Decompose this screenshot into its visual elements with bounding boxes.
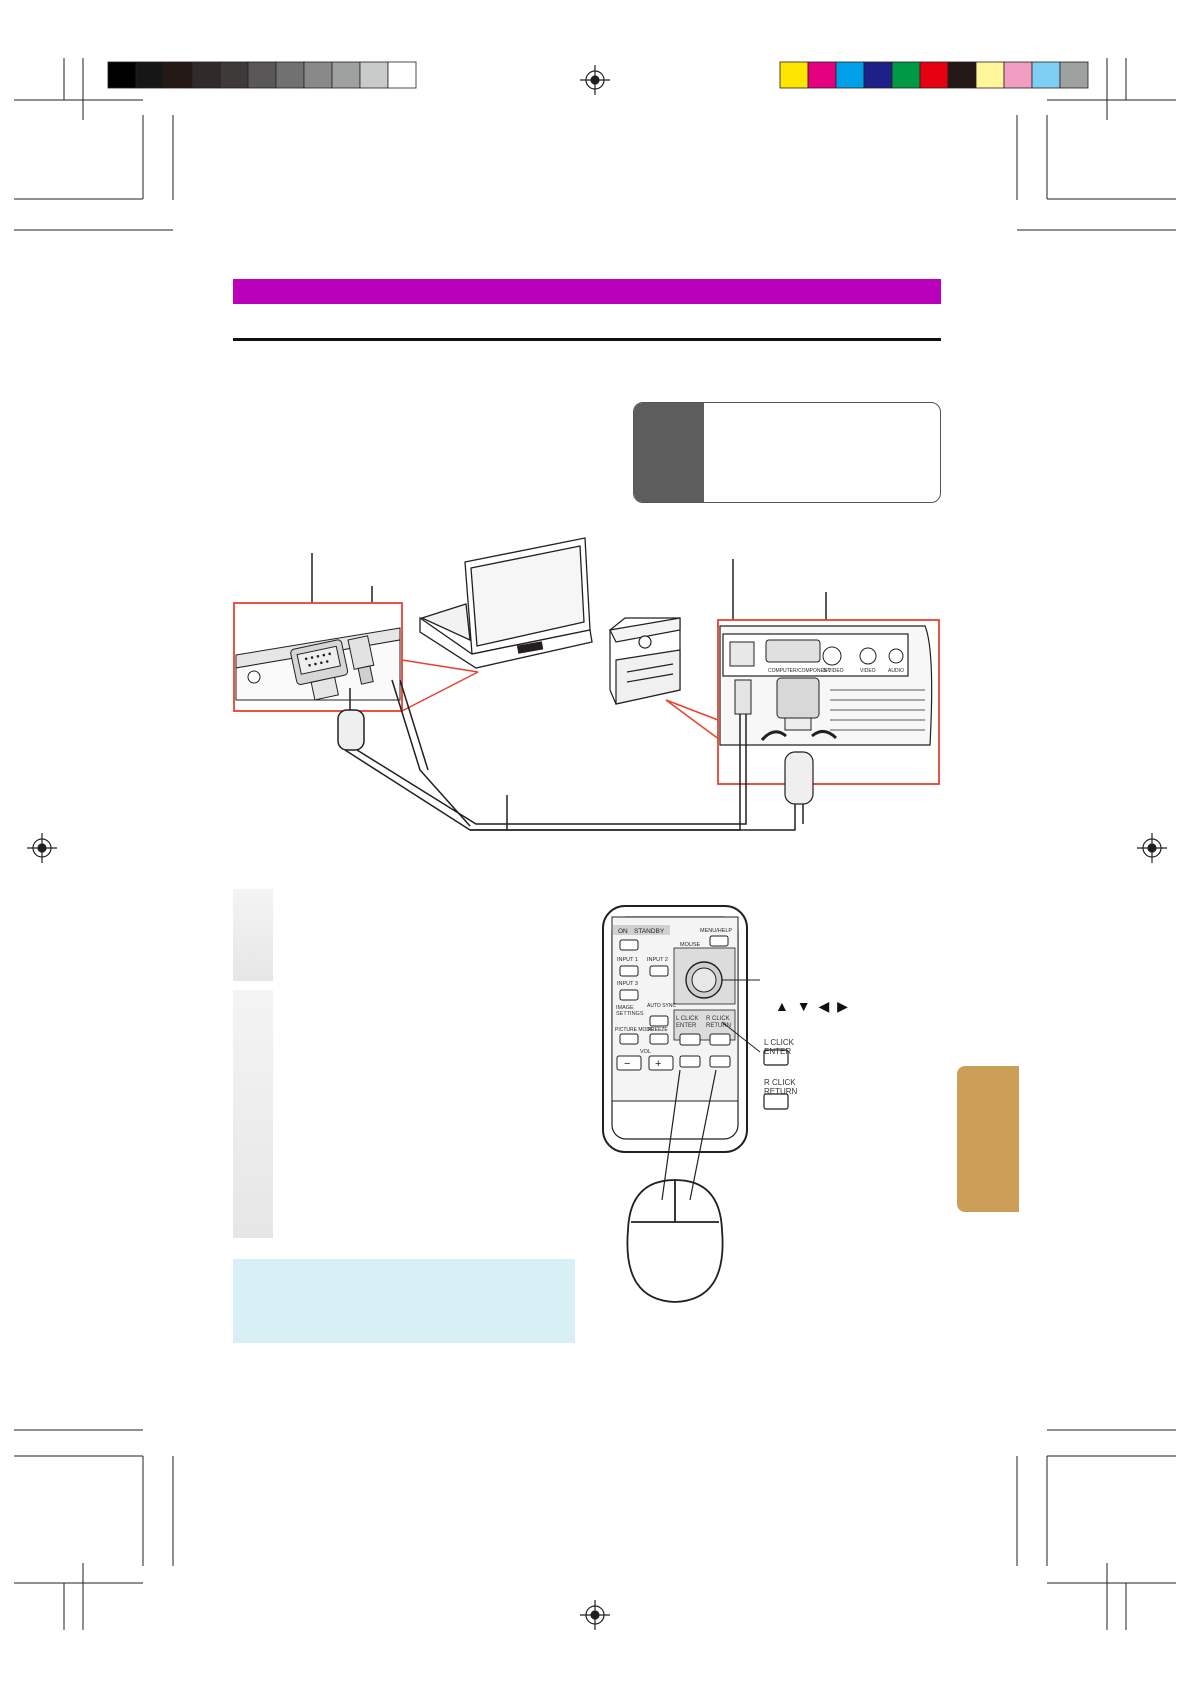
registration-swatch <box>135 61 165 89</box>
registration-swatch <box>331 61 361 89</box>
svg-text:−: − <box>624 1058 630 1070</box>
remote-vol-label: VOL <box>640 1049 651 1055</box>
remote-l-click-label: L CLICK ENTER <box>676 1016 699 1029</box>
remote-freeze-label: FREEZE <box>648 1027 668 1033</box>
step-1-panel <box>233 889 273 981</box>
remote-standby-label: STANDBY <box>634 928 665 935</box>
accessory-label-panel <box>634 403 704 502</box>
port-label-s-video: S-VIDEO <box>823 668 844 674</box>
side-chapter-tab <box>957 1066 1019 1212</box>
registration-target <box>27 833 57 863</box>
registration-swatch <box>107 61 137 89</box>
callout-l-click-enter: L CLICK ENTER <box>764 1038 794 1056</box>
registration-swatch <box>919 61 949 89</box>
registration-swatch <box>863 61 893 89</box>
registration-target <box>1137 833 1167 863</box>
title-underline <box>233 338 941 341</box>
remote-image-settings-label: IMAGE SETTINGS <box>616 1005 644 1017</box>
projector-illustration <box>609 617 681 705</box>
remote-input1-label: INPUT 1 <box>617 957 638 963</box>
registration-swatch <box>807 61 837 89</box>
port-label-audio: AUDIO <box>888 668 904 674</box>
remote-on-label: ON <box>618 928 628 935</box>
remote-picture-mode-label: PICTURE MODE <box>615 1027 654 1033</box>
remote-input3-label: INPUT 3 <box>617 981 638 987</box>
registration-target <box>580 1600 610 1630</box>
crop-marks <box>14 58 1176 1630</box>
registration-swatch <box>975 61 1005 89</box>
registration-swatch <box>275 61 305 89</box>
projector-port-closeup: COMPUTER/COMPONENT S-VIDEO VIDEO AUDIO <box>717 619 940 805</box>
remote-control: ON STANDBY MENU/HELP MOUSE INPUT 1 INPUT… <box>602 905 761 1153</box>
registration-swatch <box>891 61 921 89</box>
registration-swatch <box>359 61 389 89</box>
registration-swatch <box>387 61 417 89</box>
laptop-illustration <box>419 537 593 669</box>
grey-scale-strip <box>107 61 417 89</box>
note-box <box>233 1259 575 1343</box>
registration-swatch <box>303 61 333 89</box>
registration-swatch <box>1003 61 1033 89</box>
registration-swatch <box>835 61 865 89</box>
registration-target <box>580 65 610 95</box>
color-bar-strip <box>779 61 1089 89</box>
remote-input2-label: INPUT 2 <box>647 957 668 963</box>
port-label-computer: COMPUTER/COMPONENT <box>768 668 831 674</box>
connection-diagram: COMPUTER/COMPONENT S-VIDEO VIDEO AUDIO <box>233 537 940 831</box>
remote-mouse-label: MOUSE <box>680 942 701 948</box>
remote-auto-sync-label: AUTO SYNC <box>647 1003 676 1009</box>
registration-swatch <box>1031 61 1061 89</box>
registration-swatch <box>247 61 277 89</box>
port-label-video: VIDEO <box>860 668 876 674</box>
svg-text:+: + <box>655 1058 661 1070</box>
computer-port-closeup <box>233 602 403 712</box>
registration-swatch <box>163 61 193 89</box>
registration-swatch <box>191 61 221 89</box>
registration-swatch <box>779 61 809 89</box>
registration-swatch <box>1059 61 1089 89</box>
callout-r-click-return: R CLICK RETURN <box>764 1078 798 1096</box>
registration-swatch <box>219 61 249 89</box>
section-header-bar <box>233 279 941 304</box>
supplied-accessory-box <box>633 402 941 503</box>
callout-buttons <box>763 1049 789 1110</box>
mouse-illustration <box>626 1069 724 1303</box>
remote-menu-help-label: MENU/HELP <box>700 928 732 934</box>
direction-arrows: ▲ ▼ ◀ ▶ <box>775 998 850 1014</box>
registration-swatch <box>947 61 977 89</box>
step-2-panel <box>233 990 273 1238</box>
remote-r-click-label: R CLICK RETURN <box>706 1016 731 1029</box>
